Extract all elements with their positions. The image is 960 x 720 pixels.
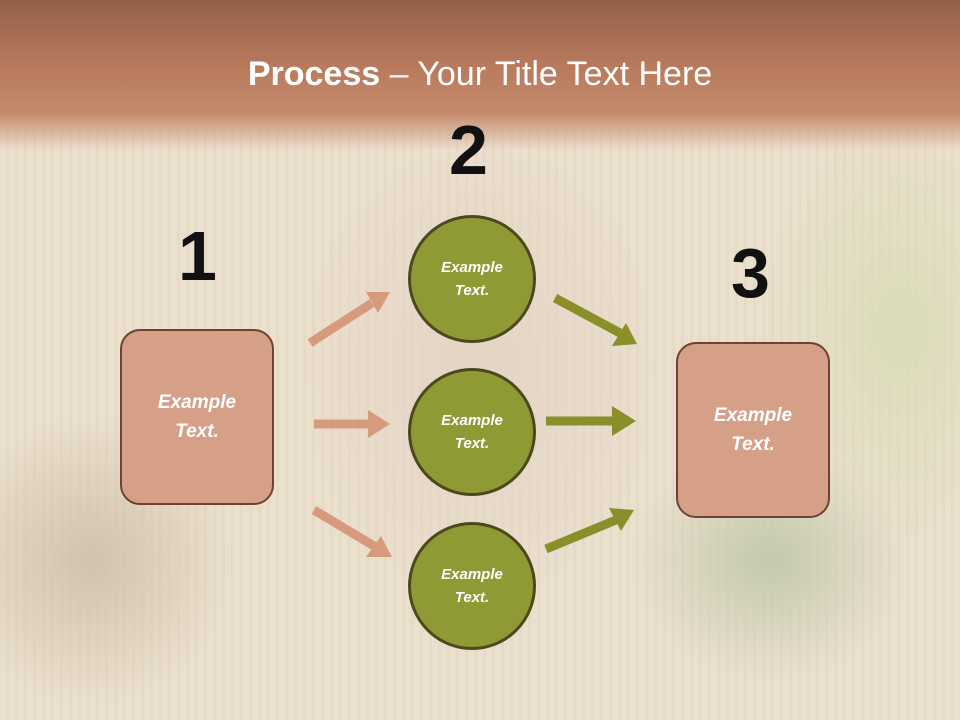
step-2-circle-middle: Example Text. bbox=[408, 368, 536, 496]
arrowhead-1-to-top bbox=[366, 292, 390, 313]
arrowhead-1-to-bottom bbox=[366, 536, 392, 557]
step-2-circle-top: Example Text. bbox=[408, 215, 536, 343]
title-bar bbox=[0, 0, 960, 150]
step-number-1: 1 bbox=[178, 217, 217, 295]
step-2-middle-label: Example Text. bbox=[441, 412, 503, 452]
step-number-2: 2 bbox=[449, 111, 488, 189]
arrow-1-to-bottom bbox=[311, 506, 377, 550]
arrowhead-top-to-3 bbox=[612, 323, 637, 346]
slide-title: Process – Your Title Text Here bbox=[0, 52, 960, 96]
arrow-top-to-3 bbox=[552, 294, 623, 337]
step-2-top-label: Example Text. bbox=[441, 259, 503, 299]
arrow-bottom-to-3 bbox=[544, 515, 618, 554]
arrowhead-bottom-to-3 bbox=[609, 508, 634, 531]
step-3-label: Example Text. bbox=[713, 405, 793, 455]
step-2-circle-bottom: Example Text. bbox=[408, 522, 536, 650]
arrowhead-middle-to-3 bbox=[612, 406, 636, 436]
step-1-label: Example Text. bbox=[157, 392, 237, 442]
step-2-bottom-label: Example Text. bbox=[441, 566, 503, 606]
step-1-box: Example Text. bbox=[120, 329, 274, 505]
step-3-box: Example Text. bbox=[676, 342, 830, 518]
arrow-1-to-top bbox=[307, 299, 375, 347]
step-number-3: 3 bbox=[731, 234, 770, 312]
title-bold: Process bbox=[247, 55, 381, 93]
title-rest: – Your Title Text Here bbox=[380, 55, 713, 93]
arrowhead-1-to-middle bbox=[368, 410, 390, 438]
